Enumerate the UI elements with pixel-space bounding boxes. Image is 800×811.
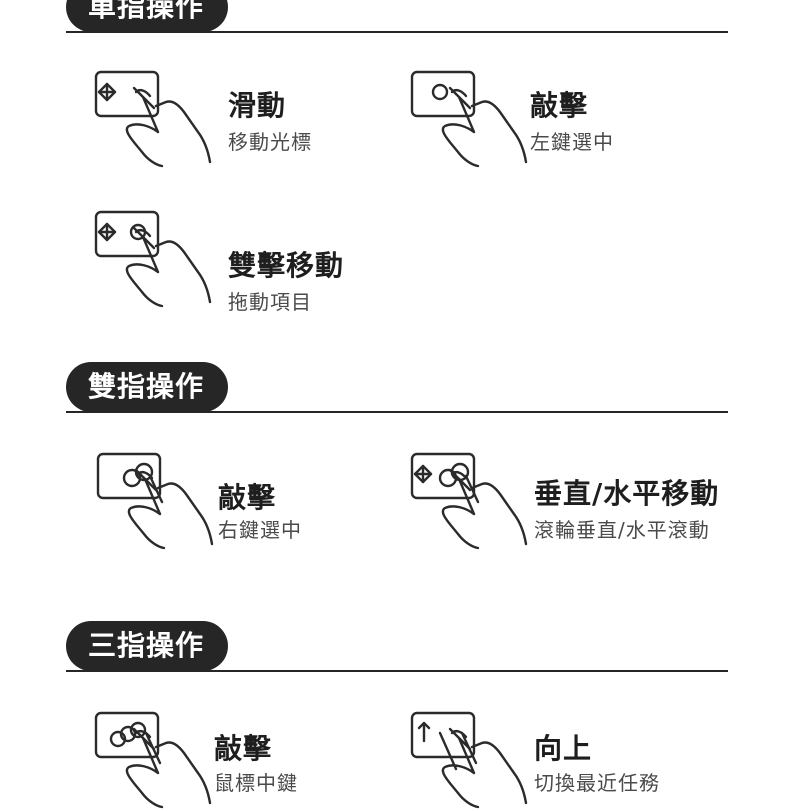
- section-header-three-finger: 三指操作: [66, 621, 728, 673]
- gesture-description: 鼠標中鍵: [214, 771, 298, 795]
- gesture-three-swipe-up: 向上 切換最近任務: [410, 711, 730, 809]
- gesture-title: 垂直/水平移動: [534, 477, 720, 510]
- divider: [66, 670, 728, 672]
- section-header-two-finger: 雙指操作: [66, 362, 728, 414]
- gesture-two-scroll: 垂直/水平移動 滾輪垂直/水平滾動: [410, 452, 750, 562]
- three-finger-swipe-up-icon: [410, 711, 528, 809]
- gesture-two-tap: 敲擊 右鍵選中: [96, 452, 396, 562]
- section-header-single-finger: 單指操作: [66, 0, 728, 34]
- gesture-title: 雙擊移動: [228, 249, 345, 282]
- divider: [66, 31, 728, 33]
- gesture-description: 右鍵選中: [218, 518, 302, 542]
- three-finger-tap-icon: [94, 711, 212, 809]
- gesture-double-tap-drag: 雙擊移動 拖動項目: [94, 210, 414, 320]
- divider: [66, 411, 728, 413]
- gesture-title: 向上: [534, 732, 593, 765]
- gesture-description: 切換最近任務: [534, 771, 660, 795]
- gesture-single-slide: 滑動 移動光標: [94, 70, 414, 180]
- single-finger-tap-icon: [410, 70, 528, 168]
- single-finger-slide-icon: [94, 70, 212, 168]
- gesture-description: 左鍵選中: [530, 130, 614, 154]
- two-finger-scroll-icon: [410, 452, 528, 550]
- gesture-three-tap: 敲擊 鼠標中鍵: [94, 711, 394, 809]
- gesture-title: 敲擊: [214, 732, 273, 765]
- section-label: 雙指操作: [66, 362, 228, 412]
- gesture-description: 滾輪垂直/水平滾動: [534, 518, 710, 542]
- two-finger-tap-icon: [96, 452, 214, 550]
- gesture-single-tap: 敲擊 左鍵選中: [410, 70, 730, 180]
- gesture-description: 移動光標: [228, 130, 312, 154]
- gesture-title: 滑動: [228, 89, 287, 122]
- gesture-description: 拖動項目: [228, 290, 312, 314]
- section-label: 三指操作: [66, 621, 228, 671]
- double-tap-drag-icon: [94, 210, 212, 308]
- gesture-title: 敲擊: [218, 481, 277, 514]
- gesture-title: 敲擊: [530, 89, 589, 122]
- section-label: 單指操作: [66, 0, 228, 32]
